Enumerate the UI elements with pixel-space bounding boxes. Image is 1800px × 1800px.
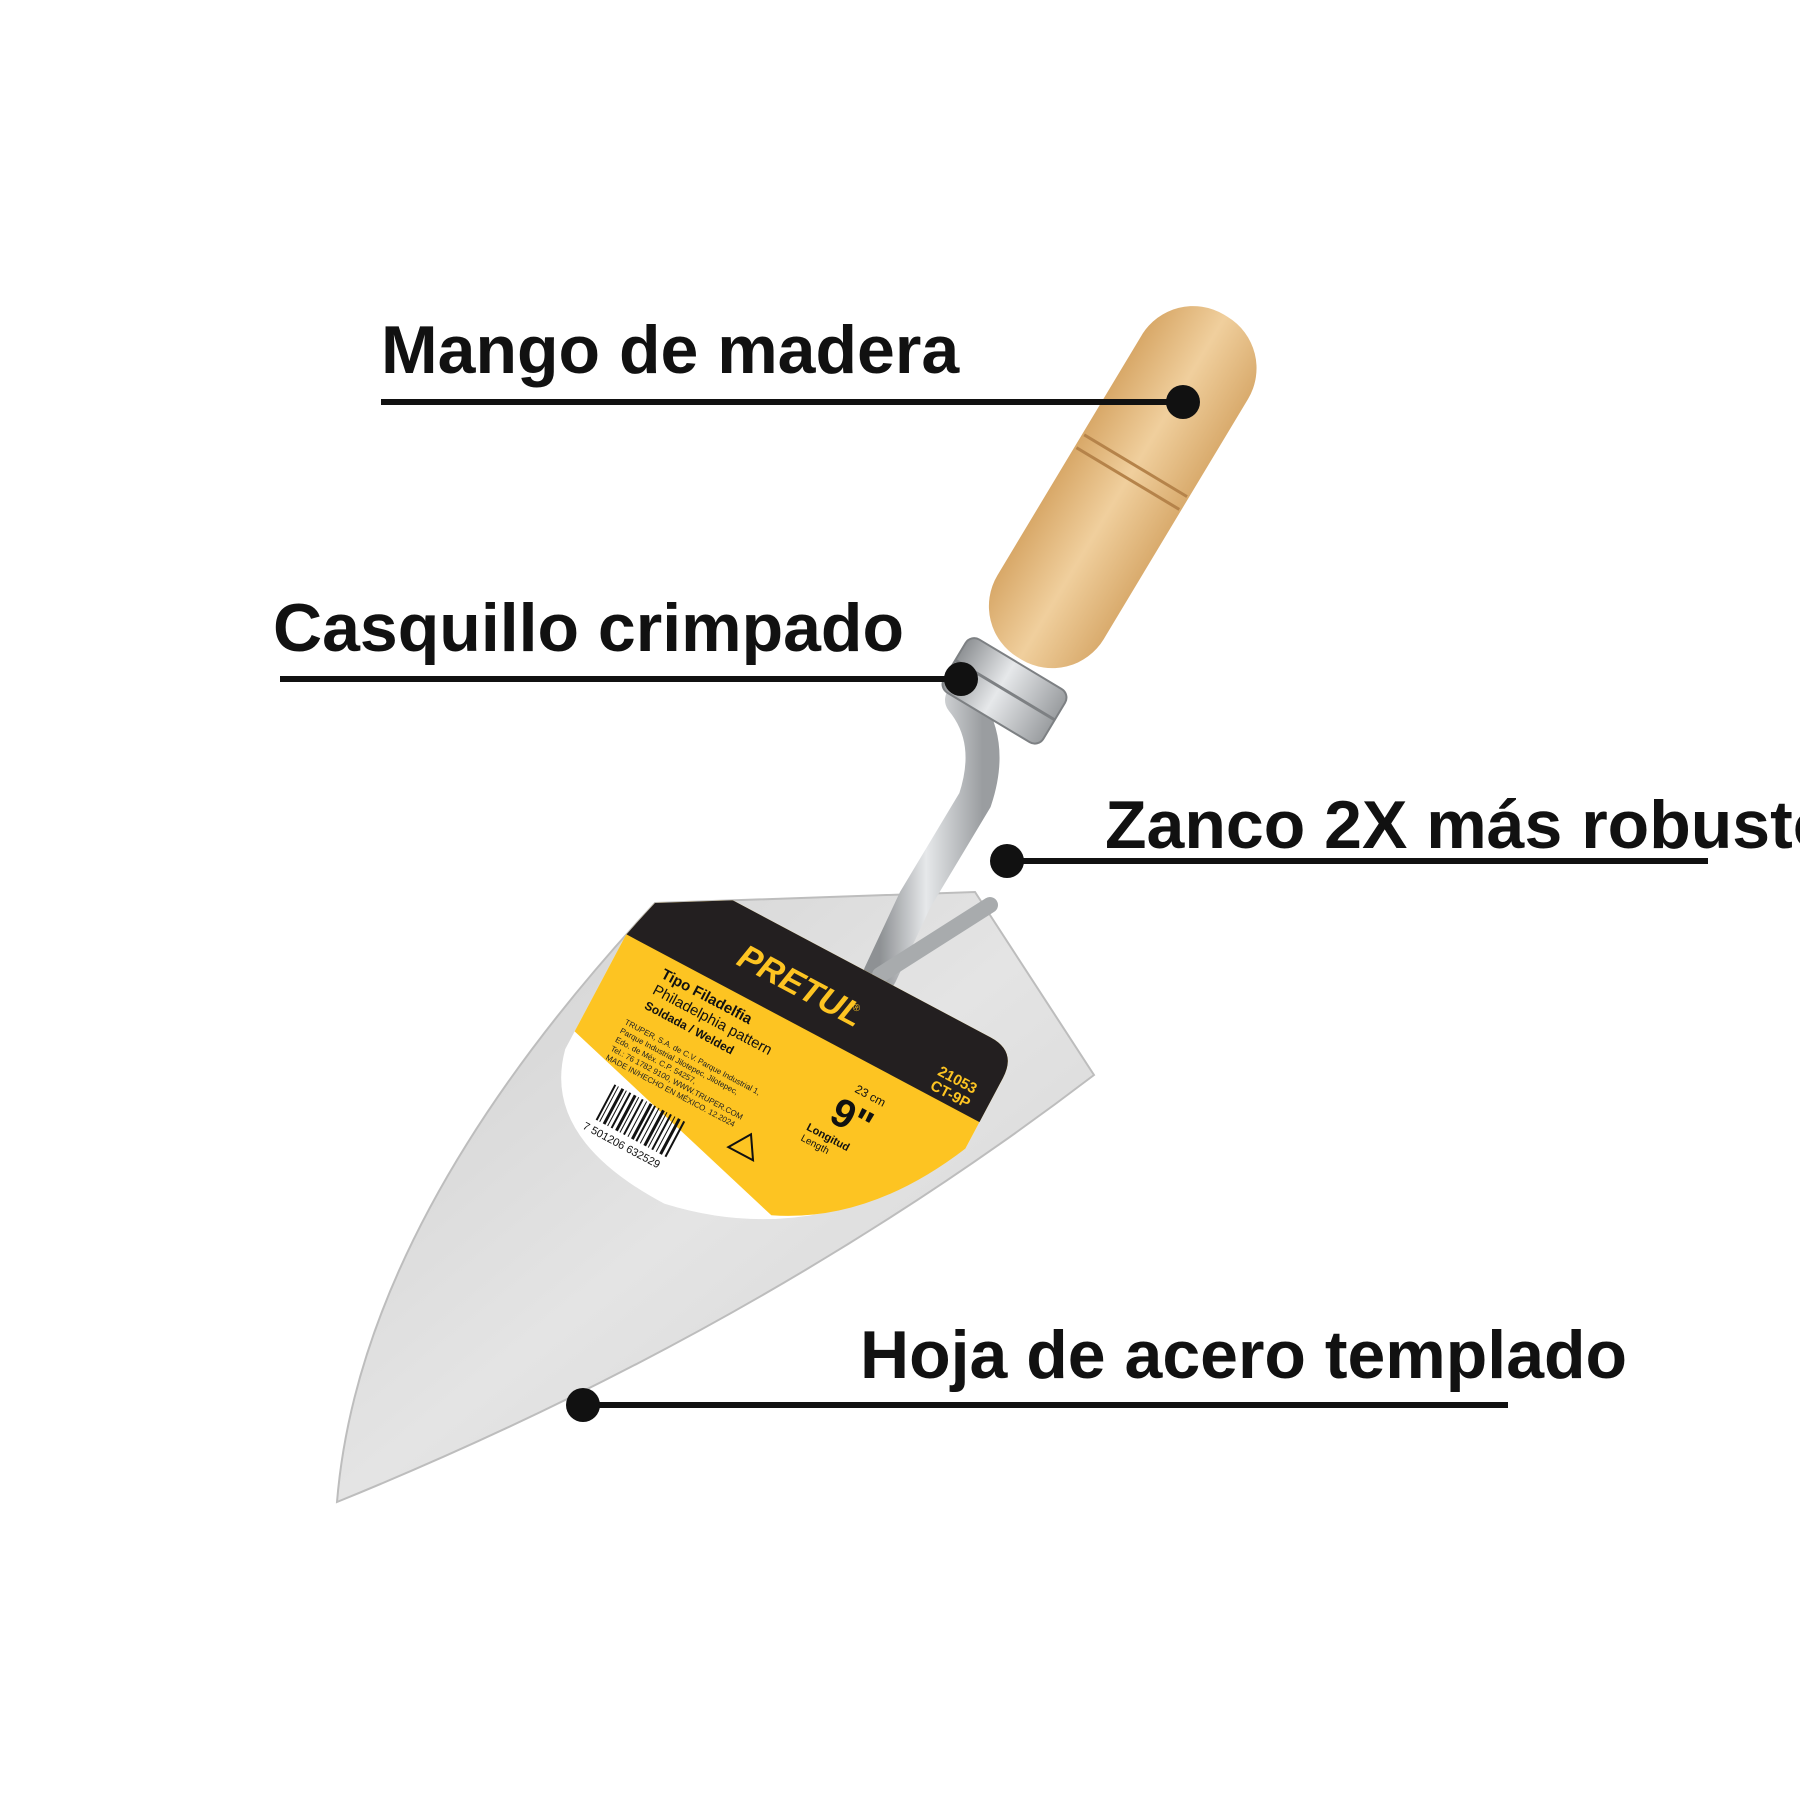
callout-ferrule: Casquillo crimpado <box>273 590 978 696</box>
callout-handle: Mango de madera <box>381 312 1200 419</box>
callout-blade: Hoja de acero templado <box>566 1317 1627 1422</box>
callout-handle-text: Mango de madera <box>381 312 960 388</box>
callout-dot <box>566 1388 600 1422</box>
shank <box>863 683 1000 992</box>
wooden-handle <box>988 306 1257 669</box>
callout-ferrule-text: Casquillo crimpado <box>273 590 904 666</box>
warning-icon <box>726 1132 755 1162</box>
callout-dot <box>944 662 978 696</box>
callout-shank-text: Zanco 2X más robusto <box>1105 787 1800 863</box>
callout-dot <box>990 844 1024 878</box>
callout-dot <box>1166 385 1200 419</box>
callout-blade-text: Hoja de acero templado <box>860 1317 1627 1393</box>
callout-shank: Zanco 2X más robusto <box>990 787 1800 878</box>
